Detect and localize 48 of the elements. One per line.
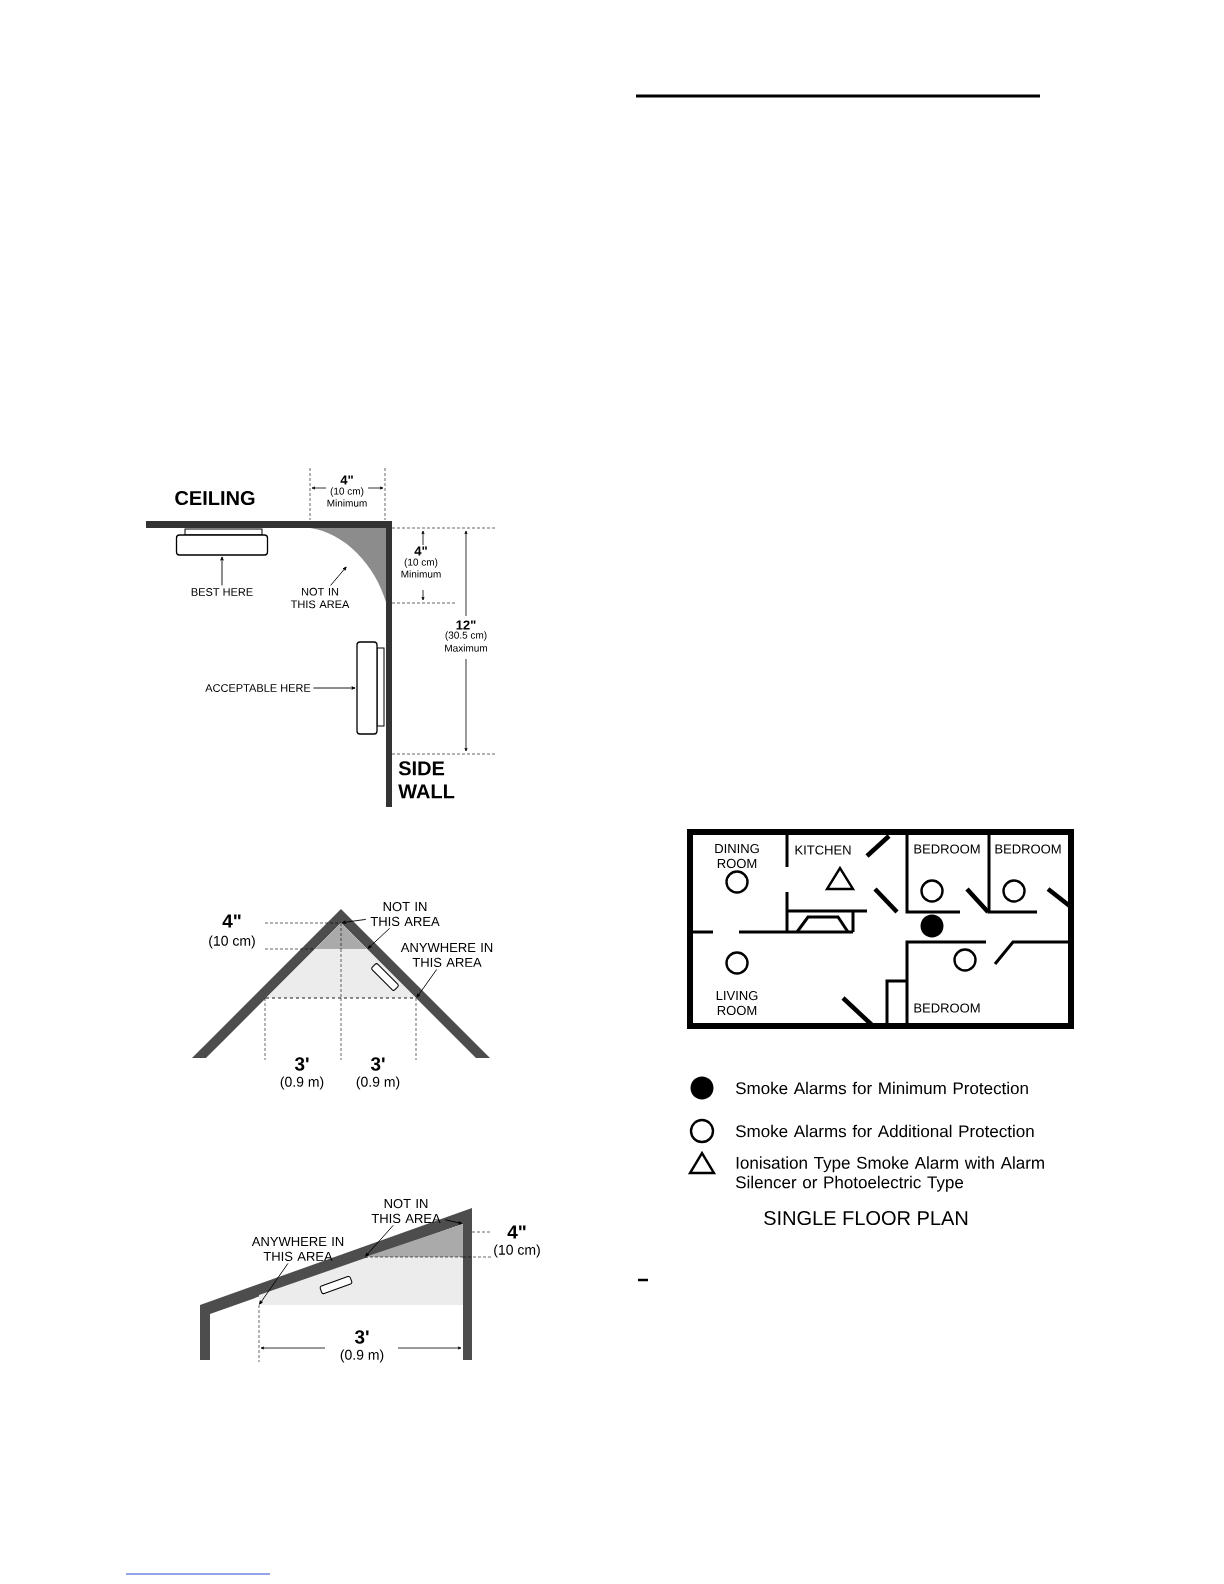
dimension-label: Minimum (401, 570, 441, 578)
dimension-label: (10 cm) (209, 935, 255, 949)
callout-text: NOT IN THIS AREA (290, 587, 350, 609)
smoke-alarm (175, 528, 269, 556)
dimension-label: Minimum (327, 499, 367, 507)
leader-line (444, 1219, 463, 1225)
dimension-label: Maximum (445, 644, 487, 652)
room-label: DINING ROOM (715, 843, 759, 869)
legend-text: Ionisation Type Smoke Alarm with Alarm Silencer or Photoelectric Type (736, 1156, 1044, 1192)
dimension-label: 4" (414, 546, 427, 556)
leader-line (330, 566, 347, 586)
smoke-alarm (356, 641, 385, 735)
leader-line (313, 686, 356, 690)
leader-line (259, 1263, 289, 1305)
callout-text: ACCEPTABLE HERE (205, 684, 311, 692)
dimension-label: 12" (456, 620, 476, 630)
dimension-label: (10 cm) (330, 487, 364, 497)
room-label: LIVING ROOM (716, 990, 758, 1016)
dimension-label: (30.5 cm) (445, 631, 487, 641)
callout-text: ANYWHERE IN THIS AREA (251, 1237, 344, 1261)
dimension-label: 3' (370, 1057, 385, 1071)
shaded-area (315, 922, 367, 950)
callout-text: NOT IN THIS AREA (371, 1198, 441, 1224)
dimension-label: 3' (294, 1057, 309, 1071)
dimension-label: 4" (507, 1225, 526, 1239)
room-label: BEDROOM (914, 1003, 980, 1013)
room-label: BEDROOM (995, 844, 1061, 854)
room-label: BEDROOM (914, 844, 980, 854)
dimension-label: (10 cm) (404, 558, 438, 568)
callout-text: NOT IN THIS AREA (370, 901, 440, 927)
leader-line (341, 918, 367, 924)
legend-text: Smoke Alarms for Minimum Protection (736, 1081, 1028, 1095)
leader-line (367, 927, 391, 949)
dimension-label: (0.9 m) (340, 1349, 384, 1363)
leader-line (365, 1224, 394, 1257)
dimension-label: 3' (354, 1330, 369, 1344)
leader-line (416, 968, 438, 998)
dimension-label: (0.9 m) (356, 1076, 400, 1090)
callout-text: BEST HERE (191, 588, 253, 596)
caption: SINGLE FLOOR PLAN (764, 1210, 968, 1226)
shaded-area (364, 1224, 464, 1258)
dimension-label: 4" (222, 914, 241, 928)
dimension-label: 4" (340, 475, 353, 485)
dimension-label: (0.9 m) (280, 1076, 324, 1090)
leader-line (220, 556, 224, 586)
callout-text: ANYWHERE IN THIS AREA (400, 943, 493, 967)
legend-text: Smoke Alarms for Additional Protection (736, 1124, 1034, 1138)
room-label: KITCHEN (795, 845, 851, 855)
